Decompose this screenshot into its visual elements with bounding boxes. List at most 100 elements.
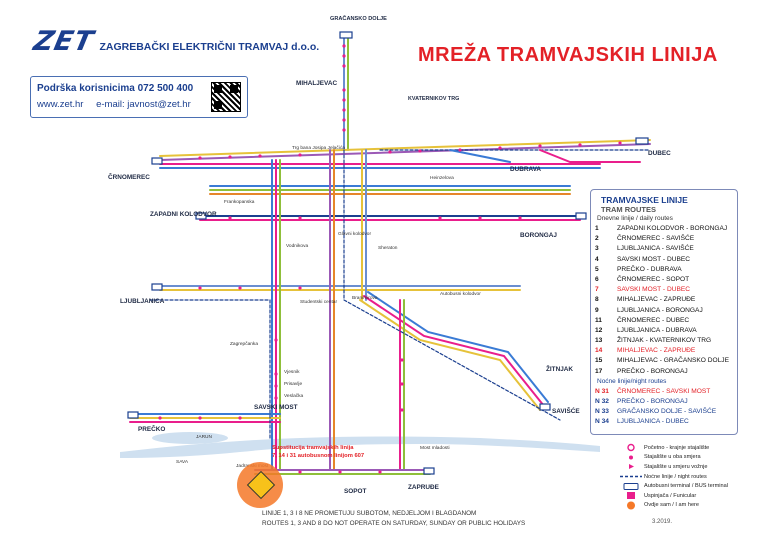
route-15: 15 MIHALJEVAC - GRAČANSKO DOLJE	[591, 356, 737, 366]
station-glavni: Glavni kolodvor	[338, 232, 372, 237]
route-name: PREČKO - BORONGAJ	[617, 367, 688, 375]
support-contacts: www.zet.hr e-mail: javnost@zet.hr	[37, 99, 201, 110]
daily-caption: Dnevne linije / daily routes	[597, 215, 673, 222]
route-number: 6	[595, 275, 599, 283]
key-row: Stajalište u oba smjera	[618, 453, 738, 463]
warning-icon	[246, 470, 276, 500]
station-frankopanska: Frankopanska	[224, 200, 255, 205]
tram-lines	[129, 35, 651, 475]
stop-one-icon	[618, 462, 644, 471]
route-name: MIHALJEVAC - GRAČANSKO DOLJE	[617, 357, 729, 365]
you-are-here-marker	[237, 462, 283, 508]
funicular-icon	[618, 491, 644, 500]
station-ljubljanica: LJUBLJANICA	[120, 298, 165, 305]
route-number: 12	[595, 326, 603, 334]
legend-subtitle: TRAM ROUTES	[601, 205, 656, 214]
key-row: Stajalište u smjeru vožnje	[618, 462, 738, 472]
route-name: GRAČANSKO DOLJE - SAVIŠĆE	[617, 408, 717, 416]
qr-code-icon[interactable]	[211, 82, 241, 112]
sava-river	[120, 436, 600, 458]
footer-note-hr: LINIJE 1, 3 I 8 NE PROMETUJU SUBOTOM, NE…	[262, 510, 477, 517]
key-label: Početno - krajnje stajalište	[644, 444, 710, 451]
key-label: Uspinjača / Funicular	[644, 492, 697, 499]
station-sopot: SOPOT	[344, 488, 367, 495]
route-11: 11 ČRNOMEREC - DUBEC	[591, 316, 737, 326]
station-autobusni: Autobusni kolodvor	[440, 292, 481, 297]
route-17: 17 PREČKO - BORONGAJ	[591, 367, 737, 377]
night-route-n34: N 34 LJUBLJANICA - DUBEC	[591, 417, 737, 427]
station-dubec: DUBEC	[648, 150, 671, 157]
email-link[interactable]: e-mail: javnost@zet.hr	[96, 99, 191, 110]
route-name: ČRNOMEREC - SAVIŠĆE	[617, 235, 695, 243]
route-name: MIHALJEVAC - ZAPRUĐE	[617, 296, 696, 304]
station-zagrepcanka: Zagrepčanka	[230, 342, 258, 347]
route-name: ČRNOMEREC - SAVSKI MOST	[617, 387, 711, 395]
route-number: 13	[595, 337, 603, 345]
tram-stops	[158, 44, 622, 474]
route-name: ČRNOMEREC - DUBEC	[617, 316, 690, 324]
start-end-icon	[618, 443, 644, 452]
route-number: 7	[595, 286, 599, 294]
route-name: MIHALJEVAC - ZAPRUĐE	[617, 347, 696, 355]
station-savski: SAVSKI MOST	[254, 404, 298, 411]
station-zitnjak: ŽITNJAK	[546, 366, 573, 373]
support-box: Podrška korisnicima 072 500 400 www.zet.…	[30, 76, 248, 118]
route-number: 15	[595, 357, 603, 365]
label-sava: SAVA	[176, 460, 189, 465]
key-row: Uspinjača / Funicular	[618, 491, 738, 501]
map-title: MREŽA TRAMVAJSKIH LINIJA	[418, 44, 718, 66]
key-row: Početno - krajnje stajalište	[618, 443, 738, 453]
route-name: LJUBLJANICA - DUBEC	[617, 418, 689, 426]
station-trg-bana: Trg bana Josipa Jelačića	[292, 146, 345, 151]
station-sheraton: Sheraton	[378, 246, 398, 251]
station-dubrava: DUBRAVA	[510, 166, 542, 173]
terminals	[127, 31, 649, 475]
route-number: N 33	[595, 408, 609, 416]
route-number: 9	[595, 306, 599, 314]
route-number: 14	[595, 347, 603, 355]
route-name: ČRNOMEREC - SOPOT	[617, 275, 690, 283]
station-heinzelova: Heinzelova	[430, 176, 454, 181]
key-label: Noćne linije / night routes	[644, 473, 707, 480]
label-jarun: JARUN	[196, 435, 212, 440]
route-number: 17	[595, 367, 603, 375]
stop-both-icon	[618, 453, 644, 462]
station-most-mladosti: Most mladosti	[420, 446, 450, 451]
route-number: 3	[595, 245, 599, 253]
route-3: 3 LJUBLJANICA - SAVIŠĆE	[591, 244, 737, 254]
station-zaprude: ZAPRUĐE	[408, 484, 439, 491]
you-are-here-icon	[618, 501, 644, 510]
station-mihaljevac: MIHALJEVAC	[296, 80, 338, 87]
route-name: PREČKO - DUBRAVA	[617, 265, 682, 273]
station-crnomerec: ČRNOMEREC	[108, 174, 150, 181]
support-phone: Podrška korisnicima 072 500 400	[37, 83, 194, 94]
route-name: ŽITNJAK - KVATERNIKOV TRG	[617, 337, 712, 345]
station-precko: PREČKO	[138, 426, 166, 433]
route-legend: TRAMVAJSKE LINIJE TRAM ROUTES Dnevne lin…	[590, 189, 738, 435]
night-caption: Noćne linije/night routes	[597, 377, 667, 385]
key-label: Autobusni terminal / BUS terminal	[644, 483, 728, 490]
station-prisavlje: Prisavlje	[284, 382, 303, 387]
website-link[interactable]: www.zet.hr	[37, 99, 84, 110]
legend-title: TRAMVAJSKE LINIJE	[601, 195, 688, 205]
route-number: 8	[595, 296, 599, 304]
station-borongaj: BORONGAJ	[520, 232, 557, 239]
route-number: 4	[595, 255, 599, 263]
route-number: 11	[595, 316, 602, 324]
route-number: 1	[595, 225, 599, 232]
route-name: LJUBLJANICA - SAVIŠĆE	[617, 245, 694, 253]
substitution-notice: Supstitucija tramvajskih linija 7, 14 i …	[272, 445, 365, 459]
route-name: SAVSKI MOST - DUBEC	[617, 255, 691, 263]
station-savisce: SAVIŠĆE	[552, 408, 580, 415]
station-zapadni: ZAPADNI KOLODVOR	[150, 211, 217, 218]
route-number: N 34	[595, 418, 609, 426]
